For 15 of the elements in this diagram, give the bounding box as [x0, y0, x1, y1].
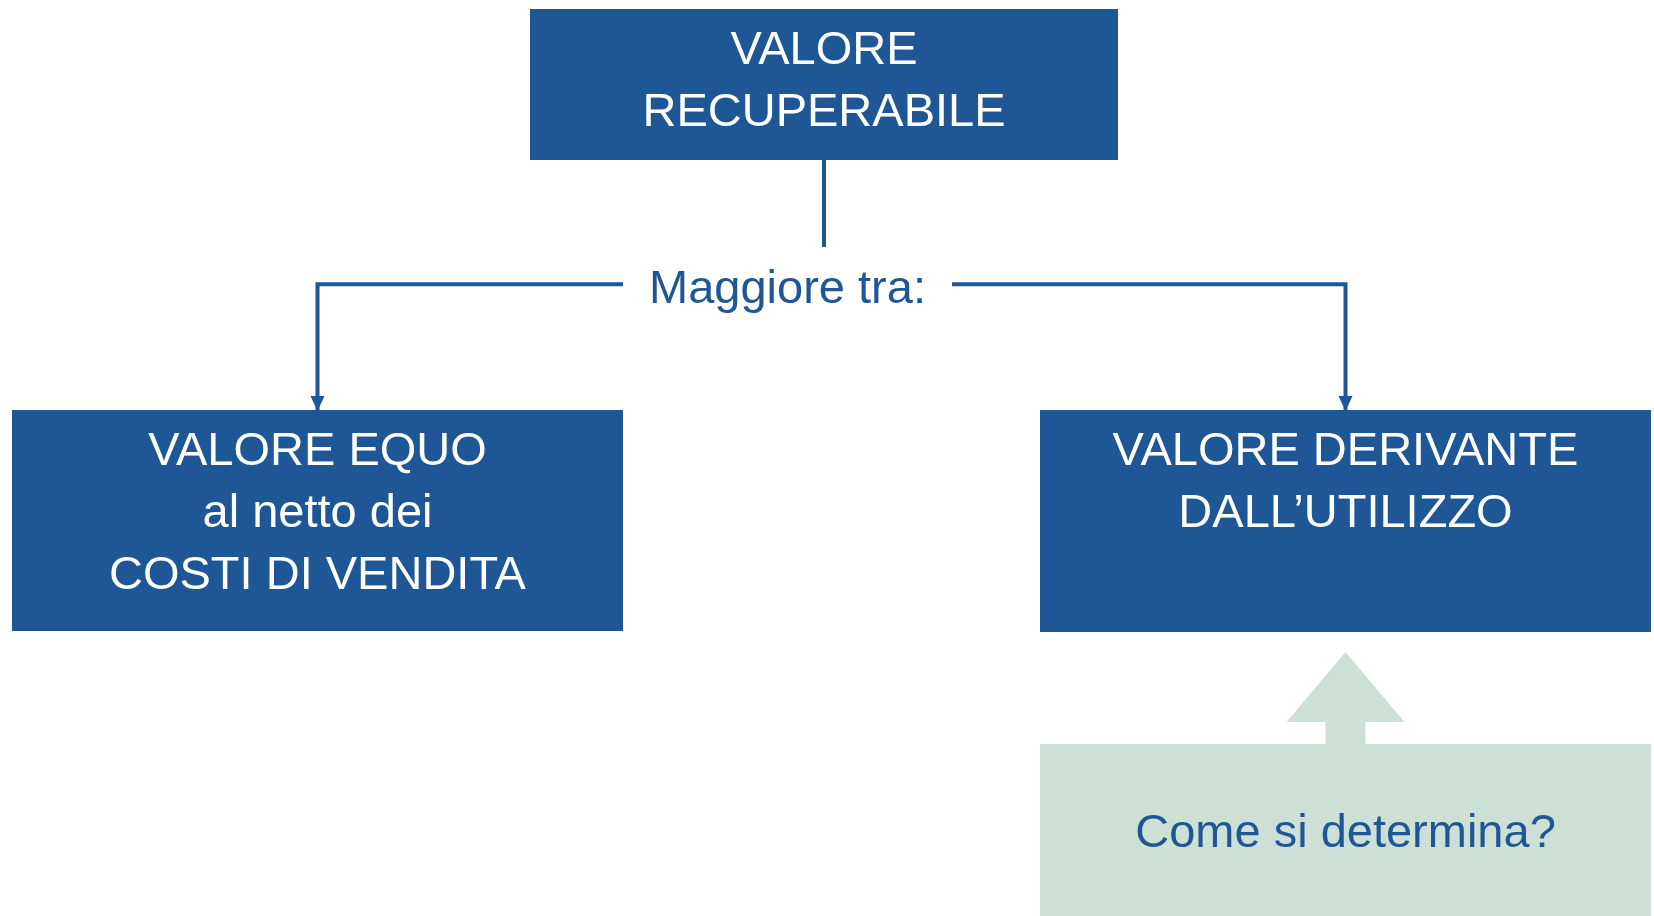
box-text: al netto dei — [202, 483, 433, 539]
box-text: COSTI DI VENDITA — [109, 545, 526, 601]
title-box — [530, 9, 1118, 160]
node-label: Maggiore tra: — [649, 259, 926, 315]
arrow — [310, 282, 623, 411]
box-text: Come si determina? — [1135, 802, 1556, 858]
question-box — [1040, 744, 1651, 916]
box-text: VALORE EQUO — [148, 421, 487, 477]
arrow — [952, 282, 1353, 411]
box-text: VALORE RECUPERABILE — [641, 20, 1007, 138]
box-text: VALORE DERIVANTE DALL’UTILIZZO — [1111, 421, 1580, 539]
block-arrow — [1286, 652, 1405, 744]
process-box — [12, 410, 623, 631]
connector-line — [822, 160, 826, 247]
process-box — [1040, 410, 1651, 632]
